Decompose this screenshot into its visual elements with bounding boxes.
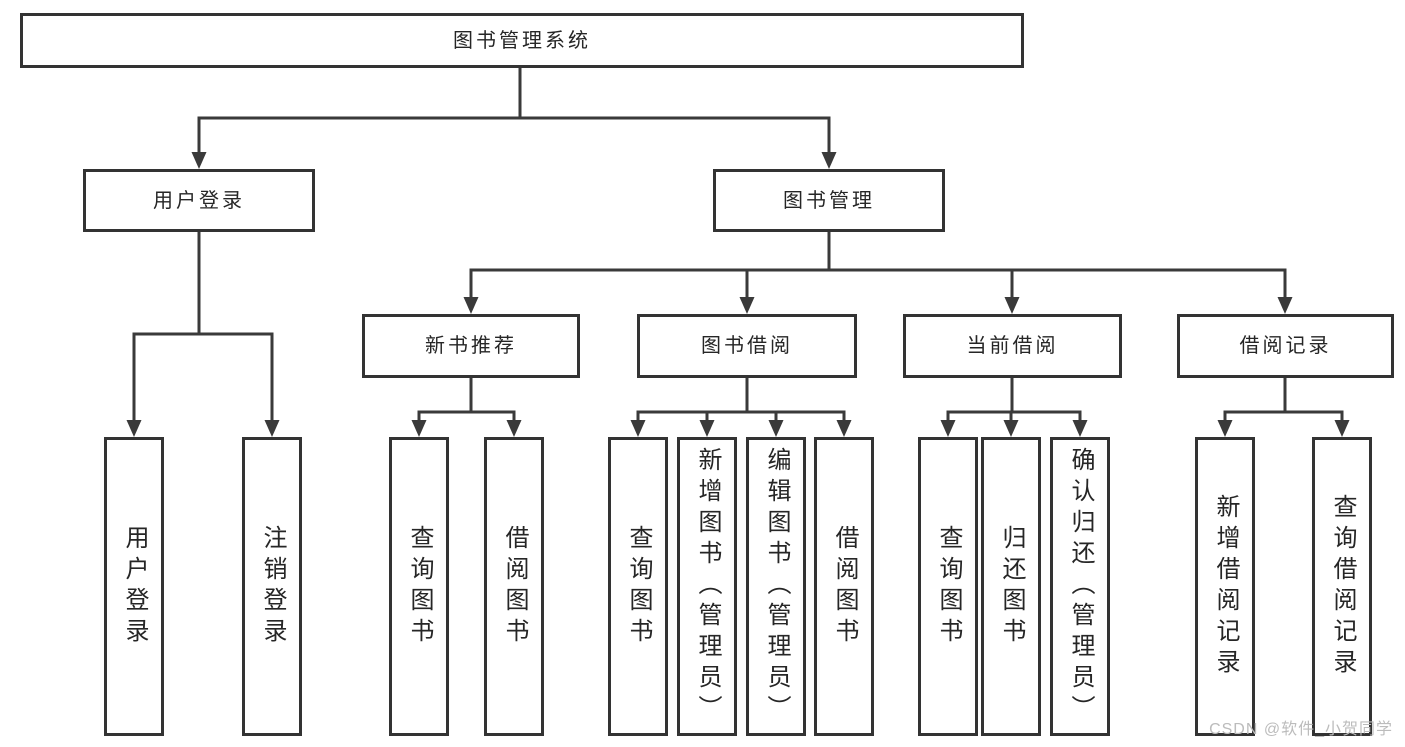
node-user-login: 用户登录 [83,169,315,232]
leaf-query-borrow-record: 查询借阅记录 [1312,437,1372,736]
leaf-edit-books-admin: 编辑图书（管理员） [746,437,806,736]
edge-records-bracket [1223,410,1344,421]
leaf-logout: 注销登录 [242,437,302,736]
edge-bookborrow-bracket [636,410,846,421]
node-borrow-records: 借阅记录 [1177,314,1394,378]
edge-root-bracket [197,116,831,153]
leaf-return-books: 归还图书 [981,437,1041,736]
leaf-add-borrow-record: 新增借阅记录 [1195,437,1255,736]
node-current-borrow: 当前借阅 [903,314,1122,378]
node-book-borrow: 图书借阅 [637,314,857,378]
leaf-query-books-borrow: 查询图书 [608,437,668,736]
node-new-books: 新书推荐 [362,314,580,378]
node-root-system: 图书管理系统 [20,13,1024,68]
edge-bookmgmt-bracket [469,268,1287,298]
leaf-query-books-current: 查询图书 [918,437,978,736]
leaf-query-books-newbooks: 查询图书 [389,437,449,736]
leaf-confirm-return-admin: 确认归还（管理员） [1050,437,1110,736]
leaf-borrow-books-newbooks: 借阅图书 [484,437,544,736]
edge-newbooks-bracket [417,410,516,421]
leaf-user-login: 用户登录 [104,437,164,736]
node-book-mgmt: 图书管理 [713,169,945,232]
edge-currentborrow-bracket [946,410,1082,421]
edge-userlogin-bracket [132,332,274,421]
leaf-borrow-books-borrow: 借阅图书 [814,437,874,736]
leaf-add-books-admin: 新增图书（管理员） [677,437,737,736]
csdn-watermark: CSDN @软件_小贺同学 [1209,721,1393,738]
